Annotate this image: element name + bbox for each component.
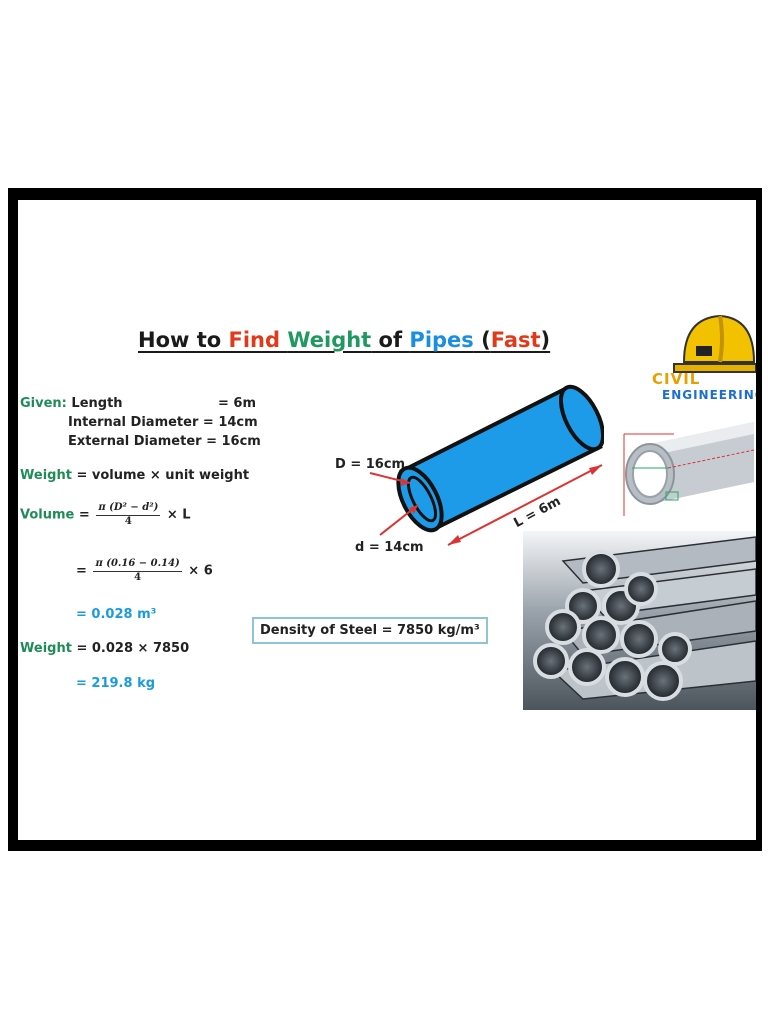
volume-fraction-1: π (D² − d²)4	[96, 502, 161, 527]
volume-eq: =	[78, 507, 90, 523]
length-dimension-line	[447, 464, 603, 546]
length-value: = 6m	[218, 396, 257, 411]
weight-result: = 219.8 kg	[76, 676, 156, 691]
given-label: Given:	[20, 396, 67, 411]
external-diameter: External Diameter = 16cm	[68, 434, 261, 449]
weight-calc: Weight = 0.028 × 7850	[20, 641, 189, 656]
weight-calc-label: Weight	[20, 641, 72, 656]
weight-expr: = volume × unit weight	[76, 468, 250, 483]
weight-label: Weight	[20, 468, 72, 483]
page-title: How to Find Weight of Pipes (Fast)	[138, 328, 550, 352]
steel-pipes-image	[523, 531, 756, 710]
weight-formula: Weight = volume × unit weight	[20, 468, 249, 483]
volume-formula: Volume = π (D² − d²)4 × L	[20, 502, 191, 528]
volume-tail-2: × 6	[188, 563, 213, 579]
length-label: Length	[71, 396, 123, 411]
title-text: How to Find Weight of Pipes (Fast)	[138, 328, 551, 352]
pipe-end-far	[558, 384, 606, 452]
helmet-icon	[673, 314, 756, 373]
d-label: d = 14cm	[355, 540, 424, 555]
D-label: D = 16cm	[335, 457, 406, 472]
pipe-section-image	[604, 404, 756, 524]
pipe-openings	[533, 550, 692, 701]
logo-civil: CIVIL	[652, 370, 701, 388]
volume-result: = 0.028 m³	[76, 607, 157, 622]
volume-tail-1: × L	[166, 507, 191, 523]
volume-fraction-2: π (0.16 − 0.14)4	[93, 558, 182, 583]
volume-substitution: = π (0.16 − 0.14)4 × 6	[76, 558, 213, 584]
pipe-diagram	[369, 384, 606, 546]
logo-engineering: ENGINEERING	[662, 388, 756, 402]
weight-calc-expr: = 0.028 × 7850	[76, 641, 190, 656]
given-row: Given: Length	[20, 396, 123, 411]
pipe-inner-circle	[406, 475, 438, 523]
volume-eq-2: =	[76, 563, 87, 579]
internal-diameter: Internal Diameter = 14cm	[68, 415, 258, 430]
volume-label: Volume	[20, 507, 75, 523]
density-box: Density of Steel = 7850 kg/m³	[252, 617, 488, 644]
